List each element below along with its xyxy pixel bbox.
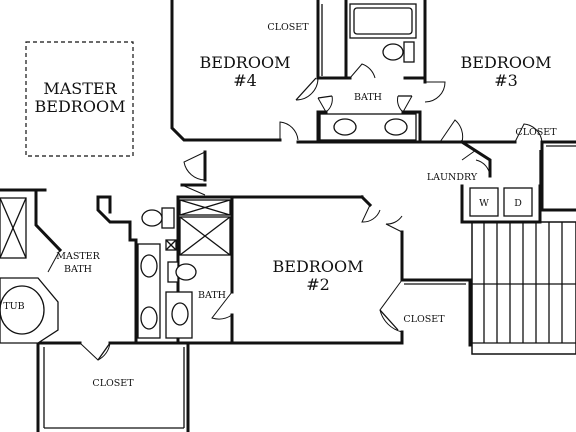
bedroom-2-label-2: #2 (306, 275, 330, 294)
bedroom-2-label-1: BEDROOM (273, 257, 364, 276)
master-bedroom-label-1: MASTER (43, 79, 117, 98)
bedroom-3-label-2: #3 (494, 71, 518, 90)
stairs (471, 221, 576, 355)
sink-master-1 (140, 254, 158, 278)
toilet-top (403, 41, 415, 63)
room-labels: MASTER BEDROOM BEDROOM #4 BEDROOM #3 BED… (3, 22, 557, 389)
master-bath-label-1: MASTER (56, 251, 100, 262)
bedroom-4-label-2: #4 (233, 71, 257, 90)
laundry-label: LAUNDRY (427, 172, 478, 183)
sink-right (384, 118, 408, 136)
dryer (503, 187, 533, 217)
dryer-label: D (514, 198, 522, 209)
doors (47, 63, 543, 361)
bathtub-top (349, 3, 417, 39)
master-tub (0, 277, 59, 344)
sink-left (333, 118, 357, 136)
washer-label: W (479, 198, 489, 209)
sink-master-2 (140, 306, 158, 330)
master-bedroom-label-2: BEDROOM (35, 97, 126, 116)
tub-label: TUB (3, 301, 24, 312)
bedroom-3-label-1: BEDROOM (461, 53, 552, 72)
bedroom-4-label-1: BEDROOM (200, 53, 291, 72)
bath-top-label: BATH (354, 92, 382, 103)
closet-bottom-label: CLOSET (92, 378, 134, 389)
sink-mid (171, 302, 189, 326)
master-bath-label-2: BATH (64, 264, 92, 275)
fixtures (0, 3, 576, 355)
closet-shelf-lines (43, 4, 576, 429)
toilet-master (161, 207, 175, 229)
closet-top-label: CLOSET (267, 22, 309, 33)
washer (469, 187, 499, 217)
closet-right-label: CLOSET (515, 127, 557, 138)
closet-mid-label: CLOSET (403, 314, 445, 325)
bath-mid-label: BATH (198, 290, 226, 301)
master-bedroom-dashed-outline (25, 41, 134, 157)
